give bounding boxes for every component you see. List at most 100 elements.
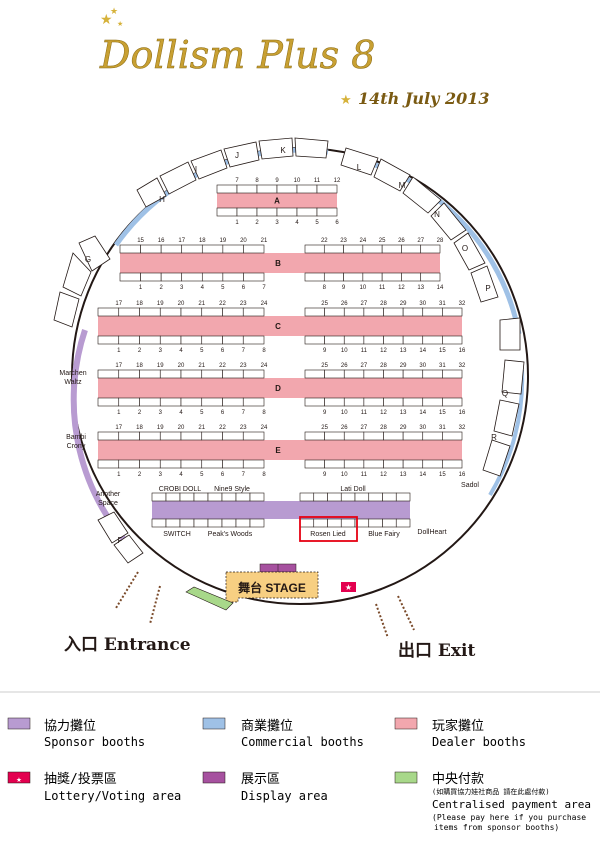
- booth-cell[interactable]: [343, 244, 364, 254]
- sponsor-booth-cell[interactable]: [340, 492, 356, 502]
- sponsor-booth-cell[interactable]: [368, 518, 383, 528]
- booth-cell[interactable]: [243, 272, 265, 282]
- sponsor-booth-cell[interactable]: [193, 492, 209, 502]
- booth-cell[interactable]: [422, 307, 443, 317]
- sponsor-booth-cell[interactable]: [207, 518, 223, 528]
- booth-cell[interactable]: [242, 335, 265, 345]
- booth-cell[interactable]: [159, 431, 182, 441]
- booth-cell[interactable]: [97, 397, 120, 407]
- sponsor-booth-cell[interactable]: [249, 518, 265, 528]
- booth-cell[interactable]: [276, 184, 298, 194]
- booth-cell[interactable]: [159, 307, 182, 317]
- booth-cell[interactable]: [236, 184, 258, 194]
- booth-cell[interactable]: [363, 335, 384, 345]
- sponsor-booth-cell[interactable]: [327, 518, 342, 528]
- booth-cell[interactable]: [442, 397, 463, 407]
- booth-cell[interactable]: [181, 272, 203, 282]
- booth-cell[interactable]: [383, 335, 404, 345]
- sponsor-booth-cell[interactable]: [368, 492, 383, 502]
- booth-cell[interactable]: [180, 307, 203, 317]
- booth-cell[interactable]: [324, 431, 345, 441]
- booth-cell[interactable]: [362, 244, 383, 254]
- booth-cell[interactable]: [442, 431, 463, 441]
- booth-cell[interactable]: [222, 397, 244, 407]
- sponsor-booth-cell[interactable]: [313, 518, 328, 528]
- booth-cell[interactable]: [180, 369, 203, 379]
- sponsor-booth-cell[interactable]: [299, 492, 315, 502]
- booth-cell[interactable]: [420, 272, 441, 282]
- booth-cell[interactable]: [343, 307, 365, 317]
- booth-cell[interactable]: [383, 307, 404, 317]
- booth-cell[interactable]: [363, 307, 384, 317]
- booth-cell[interactable]: [422, 369, 443, 379]
- booth-cell[interactable]: [216, 184, 238, 194]
- booth-cell[interactable]: [222, 307, 244, 317]
- booth-cell[interactable]: [383, 369, 404, 379]
- booth-cell[interactable]: [304, 369, 325, 379]
- sponsor-booth-cell[interactable]: [193, 518, 209, 528]
- booth-cell[interactable]: [180, 397, 203, 407]
- booth-cell[interactable]: [442, 459, 463, 469]
- booth-cell[interactable]: [343, 397, 365, 407]
- booth-cell[interactable]: [118, 369, 140, 379]
- booth-cell[interactable]: [323, 244, 344, 254]
- booth-cell[interactable]: [383, 397, 404, 407]
- booth-cell[interactable]: [316, 184, 338, 194]
- booth-cell[interactable]: [97, 307, 120, 317]
- booth-cell[interactable]: [401, 244, 422, 254]
- sponsor-booth-cell[interactable]: [313, 492, 328, 502]
- booth-cell[interactable]: [118, 459, 140, 469]
- booth-cell[interactable]: [363, 369, 384, 379]
- booth-cell[interactable]: [296, 207, 318, 217]
- booth-cell[interactable]: [402, 397, 424, 407]
- booth-cell[interactable]: [159, 369, 182, 379]
- booth-cell[interactable]: [216, 207, 238, 217]
- booth-cell[interactable]: [243, 244, 265, 254]
- booth-cell[interactable]: [118, 431, 140, 441]
- booth-cell[interactable]: [242, 369, 265, 379]
- booth-cell[interactable]: [201, 431, 223, 441]
- booth-cell[interactable]: [140, 244, 162, 254]
- booth-cell[interactable]: [180, 431, 203, 441]
- booth-cell[interactable]: [304, 244, 325, 254]
- booth-cell[interactable]: [402, 335, 424, 345]
- booth-cell[interactable]: [323, 272, 344, 282]
- booth-cell[interactable]: [180, 335, 203, 345]
- booth-cell[interactable]: [422, 335, 443, 345]
- booth-cell[interactable]: [343, 272, 364, 282]
- booth-cell[interactable]: [97, 431, 120, 441]
- booth-cell[interactable]: [222, 431, 244, 441]
- booth-cell[interactable]: [139, 459, 161, 469]
- booth-cell[interactable]: [139, 397, 161, 407]
- booth-cell[interactable]: [201, 244, 224, 254]
- booth-cell[interactable]: [201, 335, 223, 345]
- booth-cell[interactable]: [296, 184, 318, 194]
- booth-cell[interactable]: [139, 335, 161, 345]
- sponsor-booth-cell[interactable]: [165, 492, 181, 502]
- booth-cell[interactable]: [402, 431, 424, 441]
- booth-cell[interactable]: [140, 272, 162, 282]
- booth-cell[interactable]: [363, 459, 384, 469]
- sponsor-booth-cell[interactable]: [395, 518, 411, 528]
- booth-cell[interactable]: [160, 272, 183, 282]
- booth-cell[interactable]: [97, 369, 120, 379]
- booth-cell[interactable]: [304, 397, 325, 407]
- booth-cell[interactable]: [420, 244, 441, 254]
- sponsor-booth-cell[interactable]: [382, 492, 397, 502]
- booth-cell[interactable]: [324, 335, 345, 345]
- booth-cell[interactable]: [139, 431, 161, 441]
- booth-cell[interactable]: [139, 307, 161, 317]
- booth-cell[interactable]: [324, 369, 345, 379]
- sponsor-booth-cell[interactable]: [221, 518, 237, 528]
- booth-cell[interactable]: [324, 397, 345, 407]
- booth-cell[interactable]: [442, 335, 463, 345]
- booth-cell[interactable]: [159, 397, 182, 407]
- booth-cell[interactable]: [422, 459, 443, 469]
- sponsor-booth-cell[interactable]: [151, 518, 167, 528]
- sponsor-booth-cell[interactable]: [151, 492, 167, 502]
- booth-cell[interactable]: [442, 369, 463, 379]
- booth-cell[interactable]: [343, 459, 365, 469]
- sponsor-booth-cell[interactable]: [327, 492, 342, 502]
- booth-cell[interactable]: [201, 459, 223, 469]
- booth-cell[interactable]: [402, 307, 424, 317]
